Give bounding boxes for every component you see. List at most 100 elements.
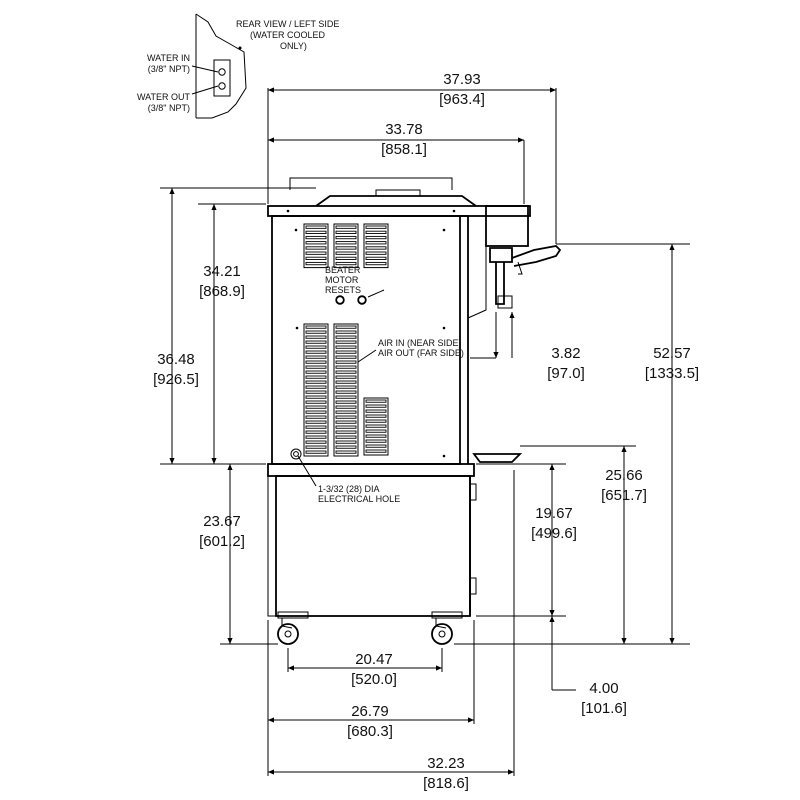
louver-slat bbox=[365, 230, 387, 234]
arrowhead bbox=[621, 446, 627, 452]
arrowhead bbox=[468, 717, 474, 723]
motor-label: MOTOR bbox=[325, 275, 359, 285]
louver-slat bbox=[335, 375, 357, 379]
louver-slat bbox=[335, 345, 357, 349]
louver-slat bbox=[365, 404, 387, 408]
louver-slat bbox=[335, 370, 357, 374]
louver-slat bbox=[305, 256, 327, 260]
louver-slat bbox=[335, 355, 357, 359]
screw-dot bbox=[452, 209, 456, 213]
arrowhead bbox=[549, 610, 555, 616]
machine-drawing: BEATER MOTOR RESETS AIR IN (NEAR SIDE) A… bbox=[267, 189, 562, 645]
stand-height-mm: [601.2] bbox=[199, 533, 245, 550]
grille-frame bbox=[363, 397, 389, 456]
louver-slat bbox=[305, 230, 327, 234]
grille-frame bbox=[303, 323, 329, 457]
arrowhead bbox=[549, 616, 555, 622]
louver-slat bbox=[305, 370, 327, 374]
louver-slat bbox=[365, 409, 387, 413]
arrowhead bbox=[268, 87, 274, 93]
louver-slat bbox=[365, 414, 387, 418]
hole-size-label: 1-3/32 (28) DIA bbox=[318, 484, 380, 494]
louver-slat bbox=[305, 445, 327, 449]
louver-slat bbox=[305, 251, 327, 255]
louver-slat bbox=[365, 399, 387, 403]
hole-leader bbox=[297, 455, 317, 487]
louver-slat bbox=[305, 430, 327, 434]
louver-slat bbox=[305, 360, 327, 364]
louver-slat bbox=[305, 410, 327, 414]
louver-slat bbox=[335, 365, 357, 369]
louver-slat bbox=[335, 400, 357, 404]
louver-slat bbox=[335, 335, 357, 339]
water-connection-plate bbox=[213, 59, 231, 97]
drip-tray-height-mm: [651.7] bbox=[601, 487, 647, 504]
lid-handle bbox=[375, 189, 421, 197]
louver-slat bbox=[305, 365, 327, 369]
louver-slat bbox=[305, 440, 327, 444]
water-in-label: WATER IN bbox=[147, 53, 190, 63]
louver-slat bbox=[335, 340, 357, 344]
overall-height-in: 52.57 bbox=[653, 345, 691, 362]
arrowhead bbox=[211, 458, 217, 464]
spout-nozzle bbox=[495, 262, 505, 305]
grille-frame bbox=[333, 323, 359, 457]
louver-slat bbox=[335, 430, 357, 434]
louver-slat bbox=[335, 225, 357, 229]
stand-height-in: 23.67 bbox=[203, 513, 241, 530]
arrowheads bbox=[169, 87, 675, 775]
reset-leader bbox=[367, 289, 385, 298]
arrowhead bbox=[669, 638, 675, 644]
louver-slat bbox=[305, 235, 327, 240]
stand-hinge-1 bbox=[469, 483, 477, 501]
louver-slat bbox=[335, 415, 357, 419]
louver-slat bbox=[305, 420, 327, 424]
freezer-door bbox=[485, 205, 529, 247]
base-plate bbox=[267, 463, 475, 477]
upper-height-mm: [926.5] bbox=[153, 371, 199, 388]
louver-slat bbox=[365, 256, 387, 260]
arrowhead bbox=[227, 638, 233, 644]
louver-slat bbox=[365, 225, 387, 229]
louver-slat bbox=[305, 425, 327, 429]
louver-slat bbox=[365, 434, 387, 438]
louver-slat bbox=[305, 340, 327, 344]
cabinet-height-mm: [868.9] bbox=[199, 283, 245, 300]
louver-slat bbox=[365, 429, 387, 433]
caster-spacing-mm: [520.0] bbox=[351, 671, 397, 688]
louver-slat bbox=[305, 345, 327, 349]
caster-right bbox=[431, 611, 463, 645]
reset-button-1 bbox=[335, 295, 345, 305]
arrowhead bbox=[211, 204, 217, 210]
stand-width-mm: [680.3] bbox=[347, 723, 393, 740]
louver-slat bbox=[335, 440, 357, 444]
louver-slat bbox=[335, 325, 357, 329]
louver-slat bbox=[365, 424, 387, 428]
overall-height-mm: [1333.5] bbox=[645, 365, 699, 382]
louver-slat bbox=[365, 419, 387, 423]
total-depth-mm: [818.6] bbox=[423, 775, 469, 792]
louver-slat bbox=[305, 225, 327, 229]
overall-width-mm: [963.4] bbox=[439, 91, 485, 108]
louver-slat bbox=[365, 241, 387, 245]
arrowhead bbox=[508, 769, 514, 775]
arrowhead bbox=[436, 665, 442, 671]
spout-clearance-in: 3.82 bbox=[551, 345, 580, 362]
rear-view-title: REAR VIEW / LEFT SIDE bbox=[236, 19, 339, 29]
louver-slat bbox=[305, 385, 327, 389]
drip-tray-height-in: 25.66 bbox=[605, 467, 643, 484]
louver-slat bbox=[365, 261, 387, 266]
louver-slat bbox=[305, 246, 327, 250]
louver-slat bbox=[305, 395, 327, 399]
arrowhead bbox=[169, 188, 175, 194]
louver-slat bbox=[305, 435, 327, 439]
screw-dot bbox=[442, 326, 446, 330]
louver-slat bbox=[335, 330, 357, 334]
spout-cap bbox=[497, 295, 513, 309]
louver-slat bbox=[305, 335, 327, 339]
hopper-lid bbox=[315, 195, 477, 207]
louver-slat bbox=[365, 444, 387, 448]
grille-frame bbox=[303, 223, 329, 269]
louver-slat bbox=[305, 380, 327, 384]
louver-slat bbox=[365, 449, 387, 453]
